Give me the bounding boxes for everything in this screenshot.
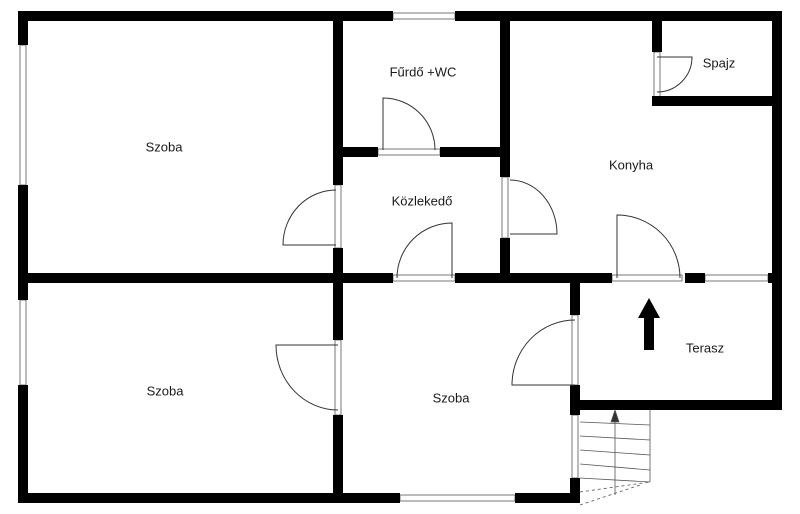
- room-label-szoba: Szoba: [432, 390, 470, 406]
- room-label-furdo: Fűrdő +WC: [389, 64, 457, 80]
- door-frame: [653, 51, 661, 99]
- room-label-kozlekedo: Közlekedő: [391, 193, 453, 209]
- door-szoba-bottom: [275, 344, 339, 411]
- door-szoba-terasz: [511, 319, 576, 386]
- stairs-arrow-icon: [610, 408, 620, 423]
- door-konyha-terasz: [616, 214, 681, 279]
- door-frame: [334, 184, 342, 249]
- door-furdo: [382, 97, 436, 151]
- room-label-konyha: Konyha: [608, 157, 654, 173]
- door-kozlekedo: [396, 222, 453, 279]
- room-label-szoba: Szoba: [145, 139, 183, 155]
- window: [704, 274, 769, 282]
- door-frame: [501, 176, 509, 239]
- stairs: [579, 408, 651, 506]
- entrance-arrow-icon: [638, 298, 660, 350]
- window: [19, 44, 27, 186]
- room-label-szoba: Szoba: [146, 383, 184, 399]
- walls: [18, 11, 782, 503]
- door-konyha-kozlekedo: [509, 179, 558, 235]
- door-frame: [377, 148, 441, 156]
- window: [19, 299, 27, 386]
- door-frame: [611, 274, 683, 282]
- window: [399, 494, 516, 502]
- door-spajz: [656, 56, 693, 93]
- room-label-terasz: Terasz: [685, 340, 725, 356]
- door-frame: [571, 314, 579, 386]
- door-szoba-top: [282, 189, 337, 246]
- doors: [275, 56, 693, 411]
- windows: [19, 12, 769, 502]
- window: [392, 12, 456, 20]
- window: [571, 414, 579, 479]
- room-label-spajz: Spajz: [702, 55, 736, 71]
- door-frame: [392, 274, 456, 282]
- window: [334, 339, 342, 416]
